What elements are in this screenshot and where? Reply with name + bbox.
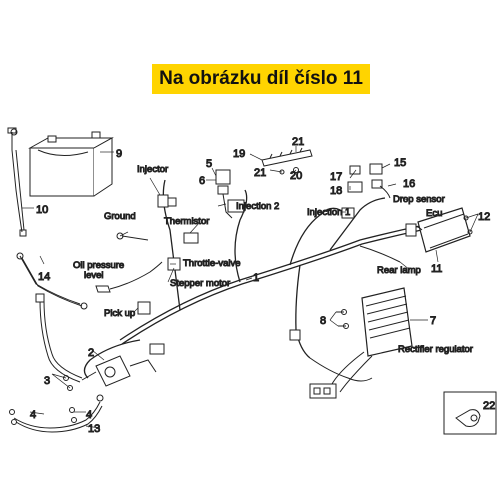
ground-cable-14 xyxy=(16,252,88,310)
part-number-13: 13 xyxy=(88,423,100,435)
cable-13 xyxy=(13,401,103,433)
part-number-4a: 4 xyxy=(30,409,36,421)
label-rear-lamp: Rear lamp xyxy=(377,265,421,276)
label-injection-2: Injection 2 xyxy=(236,201,279,212)
label-thermistor: Thermistor xyxy=(164,216,209,227)
thermistor-connector xyxy=(183,232,199,244)
part-number-21a: 21 xyxy=(292,136,304,148)
rectifier-regulator xyxy=(336,287,413,357)
part-number-5: 5 xyxy=(206,158,212,170)
label-ground: Ground xyxy=(104,211,136,222)
part-number-18: 18 xyxy=(330,185,342,197)
part-number-22: 22 xyxy=(483,400,495,412)
part-number-16: 16 xyxy=(403,178,415,190)
part-number-12: 12 xyxy=(478,211,490,223)
label-injector: Injector xyxy=(137,164,168,175)
label-throttle-valve: Throttle-valve xyxy=(183,258,241,269)
pickup-connector xyxy=(137,301,151,315)
part-number-17: 17 xyxy=(330,171,342,183)
label-oil-pressure: Oil pressure xyxy=(73,260,124,271)
part-5-6-connector xyxy=(215,169,245,219)
label-ecu: Ecu xyxy=(426,208,442,219)
label-oil-pressure-level: level xyxy=(84,270,104,281)
part-number-19: 19 xyxy=(233,148,245,160)
ecu xyxy=(405,207,473,253)
part-number-14: 14 xyxy=(38,271,50,283)
title-text: Na obrázku díl číslo 11 xyxy=(159,68,363,89)
battery xyxy=(28,131,114,197)
part-number-11: 11 xyxy=(431,263,442,275)
relays xyxy=(347,163,391,199)
ground-lugs xyxy=(116,232,149,241)
part-number-15: 15 xyxy=(394,157,406,169)
part-number-7: 7 xyxy=(430,315,436,327)
label-stepper-motor: Stepper motor xyxy=(170,278,230,289)
label-injection-1: Injection 1 xyxy=(307,207,350,218)
injection-1-connector xyxy=(341,207,355,219)
part-number-4b: 4 xyxy=(86,409,92,421)
battery-cable xyxy=(7,127,27,237)
part-number-3: 3 xyxy=(44,375,50,387)
bracket-19 xyxy=(261,147,313,175)
part-number-10: 10 xyxy=(36,204,48,216)
oil-pressure-sensor xyxy=(95,261,163,293)
injector-connector xyxy=(157,194,177,208)
leader-lines xyxy=(22,146,479,429)
part-number-2: 2 xyxy=(88,347,94,359)
part-number-1: 1 xyxy=(253,272,259,284)
part-number-20: 20 xyxy=(290,170,302,182)
part-number-8: 8 xyxy=(320,315,326,327)
label-pick-up: Pick up xyxy=(104,308,135,319)
part-number-21b: 21 xyxy=(254,167,266,179)
part-number-9: 9 xyxy=(116,148,122,160)
rear-lamp-lead xyxy=(359,245,401,263)
part-number-6: 6 xyxy=(199,175,205,187)
rectifier-leads xyxy=(289,329,373,399)
starter-relay xyxy=(35,293,165,387)
label-drop-sensor: Drop sensor xyxy=(393,194,445,205)
title-banner: Na obrázku díl číslo 11 xyxy=(152,64,370,94)
label-rectifier-regulator: Rectifier regulator xyxy=(398,344,473,355)
inset-22 xyxy=(443,391,497,435)
